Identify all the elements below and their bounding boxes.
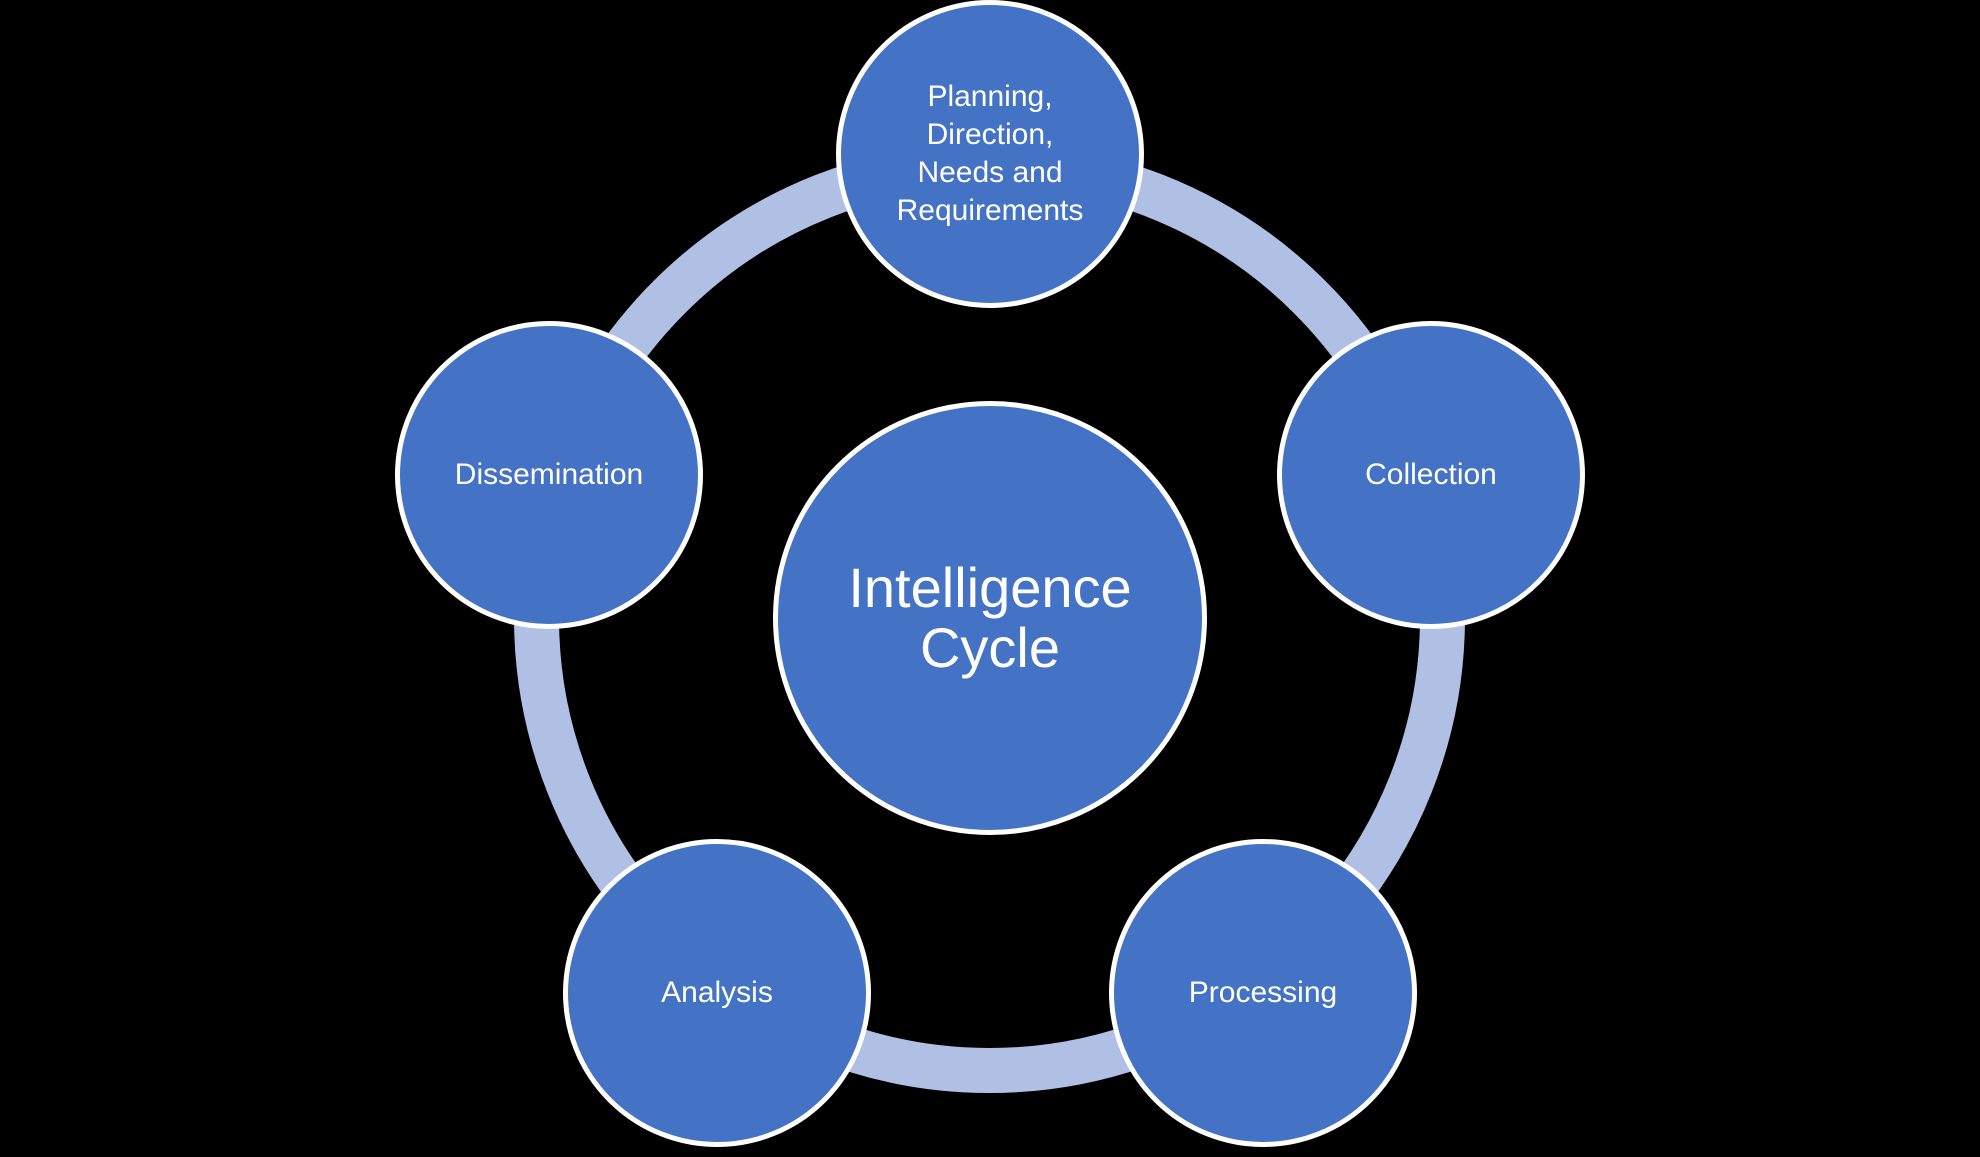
node-analysis: Analysis [563,839,871,1147]
node-analysis-label: Analysis [661,975,773,1009]
node-dissemination-label: Dissemination [454,457,644,491]
node-planning-direction-needs-requirements: Planning, Direction, Needs and Requireme… [836,0,1144,308]
node-collection-label: Collection [1365,457,1497,491]
node-dissemination: Dissemination [395,321,703,629]
node-planning-direction-needs-requirements-label: Planning, Direction, Needs and Requireme… [896,79,1084,228]
node-processing: Processing [1109,839,1417,1147]
node-center-intelligence-cycle: Intelligence Cycle [773,401,1207,835]
node-processing-label: Processing [1188,975,1338,1009]
node-collection: Collection [1277,321,1585,629]
node-center-intelligence-cycle-label: Intelligence Cycle [848,555,1132,679]
